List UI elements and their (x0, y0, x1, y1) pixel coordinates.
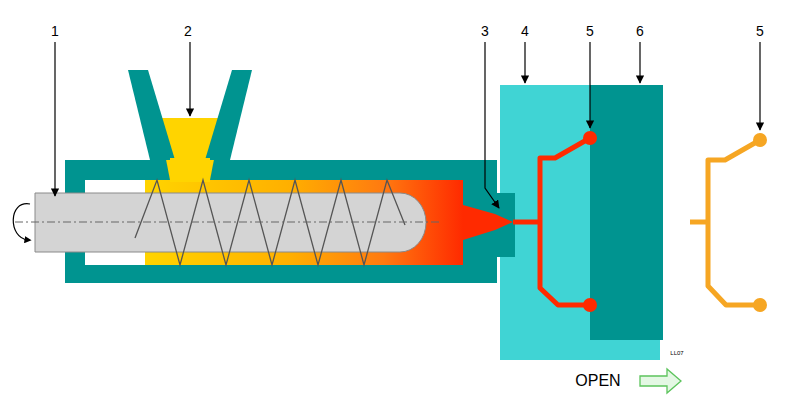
ejected-part (690, 140, 760, 305)
mold-moving-half (590, 85, 663, 340)
center-line (15, 222, 440, 223)
nozzle-melt (463, 205, 513, 240)
callout-number: 6 (636, 24, 644, 38)
molded-part (513, 138, 590, 305)
callout-number: 2 (184, 24, 192, 38)
hopper-throat (170, 158, 210, 182)
direction-label: OPEN (575, 373, 620, 389)
callout-number: 1 (51, 24, 59, 38)
watermark: LL07 (670, 350, 683, 356)
part-boss (583, 131, 597, 145)
callout-number: 3 (481, 24, 489, 38)
callout-number: 5 (586, 24, 594, 38)
callout-number: 4 (521, 24, 529, 38)
part-boss (753, 133, 767, 147)
leader-line (55, 42, 760, 208)
hopper-wall (205, 70, 252, 160)
rotation-arrow (13, 204, 30, 240)
hopper-wall (128, 70, 175, 160)
open-arrow (640, 369, 681, 393)
part-boss (753, 298, 767, 312)
callout-number: 5 (756, 24, 764, 38)
part-boss (583, 298, 597, 312)
